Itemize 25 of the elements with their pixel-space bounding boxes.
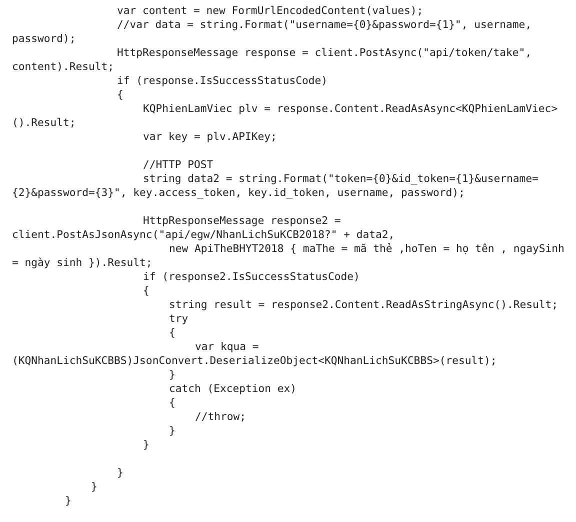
code-line: //var data = string.Format("username={0}&password={1}", username, password);	[12, 18, 533, 46]
code-line: }	[168, 424, 176, 438]
code-line: {	[168, 326, 176, 340]
code-line: var content = new FormUrlEncodedContent(values);	[116, 4, 424, 18]
code-line: }	[142, 438, 150, 452]
code-line: //throw;	[194, 410, 248, 424]
code-line: try	[168, 312, 190, 326]
code-line: string data2 = string.Format("token={0}&id_token={1}&username={2}&password={3}", key.access_token, key.id_token, username, password);	[12, 172, 540, 200]
code-line: {	[116, 88, 124, 102]
code-line: string result = response2.Content.ReadAsStringAsync().Result;	[168, 298, 560, 312]
code-line: KQPhienLamViec plv = response.Content.ReadAsAsync<KQPhienLamViec>().Result;	[12, 102, 559, 130]
code-line: }	[116, 466, 124, 480]
code-line: new ApiTheBHYT2018 { maThe = mã thẻ ,hoTen = họ tên , ngaySinh = ngày sinh }).Result;	[12, 242, 566, 270]
code-line: //HTTP POST	[142, 158, 214, 172]
code-line: }	[64, 494, 72, 508]
code-line: HttpResponseMessage response = client.PostAsync("api/token/take", content).Result;	[12, 46, 533, 74]
code-line: var key = plv.APIKey;	[142, 130, 278, 144]
code-line: }	[168, 368, 176, 382]
code-line: if (response2.IsSuccessStatusCode)	[142, 270, 361, 284]
code-line: catch (Exception ex)	[168, 382, 298, 396]
code-line: }	[90, 480, 98, 494]
code-line: {	[168, 396, 176, 410]
code-line: if (response.IsSuccessStatusCode)	[116, 74, 328, 88]
code-line: var kqua = (KQNhanLichSuKCBBS)JsonConvert.DeserializeObject<KQNhanLichSuKCBBS>(result);	[12, 340, 498, 368]
code-line: {	[142, 284, 150, 298]
